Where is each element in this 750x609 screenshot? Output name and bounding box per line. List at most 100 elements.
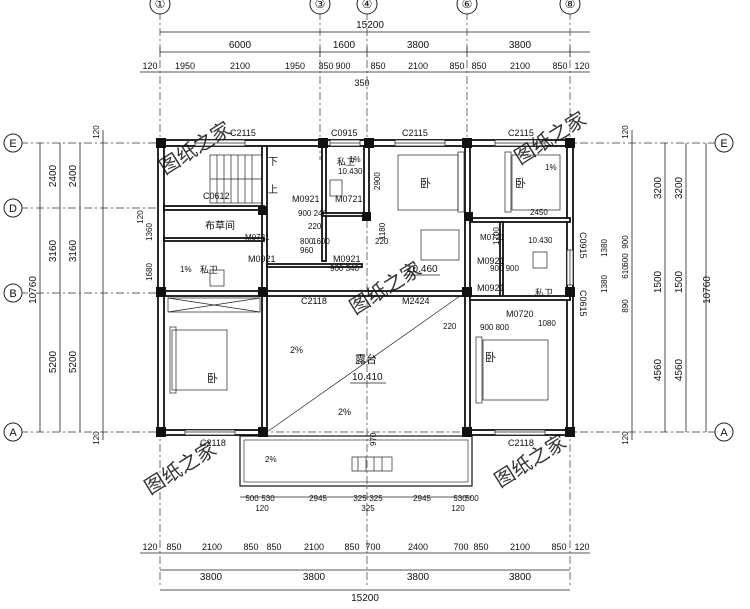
tag-m0921-4: M0921 [477,256,505,266]
dim-right-total: 10760 [702,276,713,304]
label-bedroom-4: 卧 [485,351,496,364]
dim-left-outer-0: 2400 [48,164,59,187]
dim-bot2-1: 3800 [303,572,326,583]
dim-bot1-10: 850 [473,542,488,552]
dim-right-small-6: 600 [621,253,630,267]
dim-right-small-8: 120 [621,431,630,445]
axis-bubble-1 [149,0,171,15]
tag-dim-960: 960 [300,246,314,255]
bed-4 [482,339,549,401]
wall-bath-south [321,212,370,217]
dim-bot1-8: 2400 [408,542,428,552]
dim-bot2-2: 3800 [407,572,430,583]
label-slope-1: 2% [290,345,303,355]
dim-right-outer-2: 4560 [653,358,664,381]
axis-label-1: ① [155,0,166,11]
tag-dim-1180: 1180 [378,222,387,240]
tag-c0615: C0615 [578,290,588,317]
dim-right-small-5: 610 [621,265,630,279]
top-dimensions: 15200 6000 1600 3800 3800 120 1950 2100 … [140,20,590,88]
dim-balcony-1: 530 [261,494,275,503]
tag-dim-2900: 2900 [373,172,382,190]
tag-dim-970: 970 [369,432,378,446]
dim-balcony-0: 500 [245,494,259,503]
dim-bot1-1: 850 [166,542,181,552]
dim-top-1600: 1600 [333,40,356,51]
stair-down-label: 下 [268,157,278,168]
bed-2 [511,154,561,211]
dim-bot1-2: 2100 [202,542,222,552]
watermark-1: 图纸之家 [155,117,235,179]
dim-right-small-2: 1380 [600,239,609,257]
tag-dim-220-3: 220 [308,222,322,231]
planter [351,456,393,472]
dim-bot1-4: 850 [266,542,281,552]
label-bedroom-3: 卧 [207,372,218,385]
label-terrace-level: 10.410 [352,372,383,383]
opening-tags: C2115 C0915 C2115 C2115 C0612 M0921 M072… [200,128,588,448]
axis-bubble-b [3,283,23,303]
axis-bubble-8 [559,0,581,15]
axis-bubble-e-left [3,133,23,153]
dim-left-inner-1: 3160 [68,239,79,262]
dim-bot1-7: 700 [365,542,380,552]
wall-hall-south [266,263,363,268]
dim-bot1-12: 850 [551,542,566,552]
label-closet: 布草间 [205,219,235,232]
label-bath-1: 私卫 [200,265,218,275]
dim-balcony-6: 530 [453,494,467,503]
tag-c2118-2: C2118 [200,438,226,448]
dim-balcony-3: 325 [353,494,367,503]
dim-top-3800-b: 3800 [509,40,532,51]
wall-bath-right-south [469,295,571,301]
stair-up-label: 上 [268,184,278,196]
dim-top-sub: 350 [354,78,369,88]
dim-top2-5: 900 [335,61,350,71]
bottom-dimensions: 120 850 2100 850 850 2100 850 700 2400 7… [140,542,590,604]
dim-right-outer-0: 3200 [653,176,664,199]
dim-balcony-7: 500 [465,494,479,503]
tag-dim-900-800: 900 800 [480,323,509,332]
dim-bot2-3: 3800 [509,572,532,583]
dim-left-outer-2: 5200 [48,350,59,373]
dim-top-3800-a: 3800 [407,40,430,51]
dim-top2-2: 2100 [230,61,250,71]
room-labels: 布草间 私卫 私卫 私卫 卧 卧 卧 卧 露台 10.410 10.460 10… [180,155,557,464]
dim-top2-1: 1950 [175,61,195,71]
dim-right-inner-2: 4560 [674,358,685,381]
tag-dim-900-900: 900 900 [490,264,519,273]
wall-bath-east [363,145,370,217]
axis-label-a-left: A [9,427,17,439]
axis-label-e-right: E [720,138,727,150]
dim-bot1-11: 2100 [510,542,530,552]
columns [156,138,575,437]
tag-dim-1700: 1700 [492,227,501,245]
axis-bubble-6 [456,0,478,15]
tag-dim-1600: 1600 [312,237,330,246]
dim-balcony-2: 2945 [309,494,327,503]
dim-right-inner-0: 3200 [674,176,685,199]
tag-dim-900-240: 900 240 [298,209,327,218]
wall-closet-south [163,237,265,242]
axis-bubble-d [3,198,23,218]
stair: 下 上 [209,154,278,204]
tag-dim-2450: 2450 [530,208,548,217]
axis-bubble-e-right [714,133,734,153]
tag-dim-1080: 1080 [538,319,556,328]
toilet-1 [329,179,343,197]
dim-bot1-6: 850 [344,542,359,552]
watermark-4: 图纸之家 [140,437,220,499]
dim-balcony-b1: 325 [361,504,375,513]
tag-c0612: C0612 [203,191,230,201]
label-bedroom-2: 卧 [515,177,526,190]
label-terrace: 露台 [355,352,377,366]
dim-bot2-0: 3800 [200,572,223,583]
dim-left-small-5: 120 [92,431,101,445]
dim-bot1-13: 120 [574,542,589,552]
axis-label-4: ④ [362,0,373,11]
wall-bed-ne-south [469,217,571,223]
tag-c2115-3: C2115 [508,128,534,138]
dim-right-small-0: 120 [621,125,630,139]
tag-dim-800: 800 [300,237,314,246]
